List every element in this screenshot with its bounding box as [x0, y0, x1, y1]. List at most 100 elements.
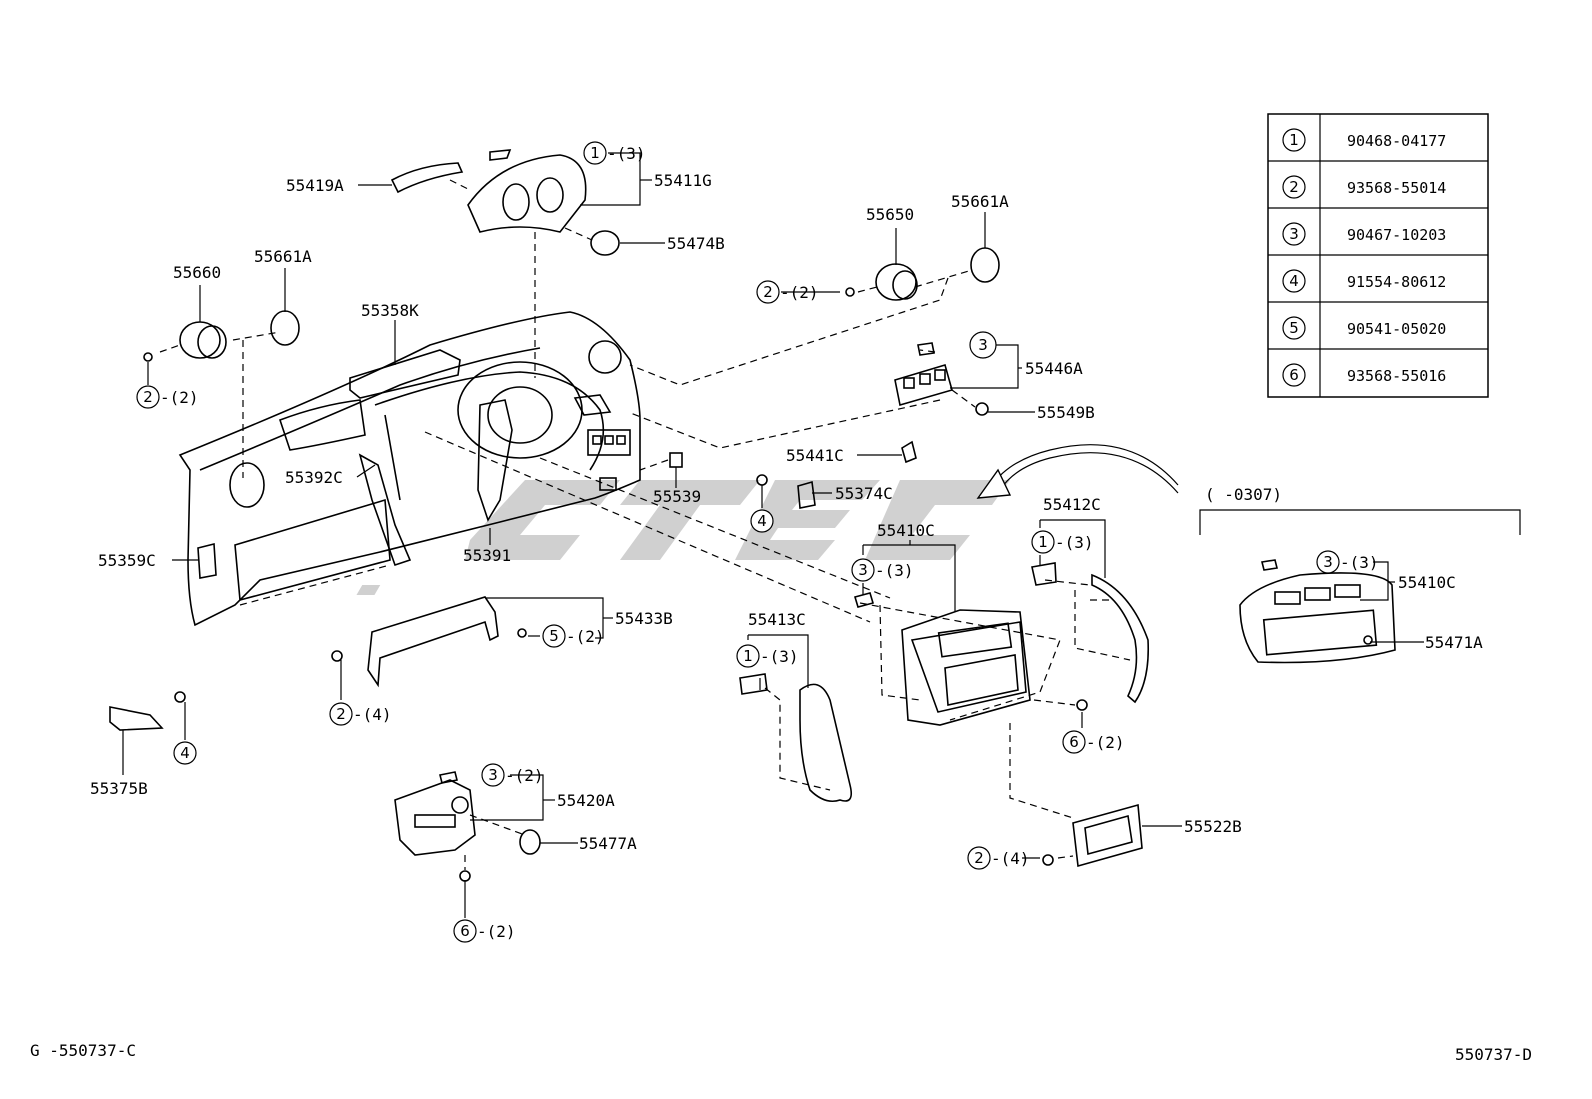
svg-text:-(3): -(3)	[760, 647, 799, 666]
part-55411G-shape	[467, 149, 587, 233]
label-55660: 55660	[173, 263, 221, 282]
label-55446A: 55446A	[1025, 359, 1083, 378]
svg-text:6: 6	[1069, 733, 1079, 751]
svg-text:93568-55014: 93568-55014	[1347, 179, 1446, 197]
part-55433B-shape	[367, 596, 499, 688]
assembly-lines	[159, 179, 1131, 870]
svg-text:-(3): -(3)	[875, 561, 914, 580]
svg-text:4: 4	[180, 744, 190, 762]
svg-text:1: 1	[743, 647, 753, 665]
callout-c6: 3 -(3)	[851, 558, 914, 582]
part-55374C-shape	[797, 480, 816, 509]
label-55411G: 55411G	[654, 171, 712, 190]
part-55441C-shape	[901, 440, 917, 464]
label-55650: 55650	[866, 205, 914, 224]
part-55661A-left-shape	[270, 310, 300, 346]
svg-text:1: 1	[1289, 131, 1299, 149]
label-55413C: 55413C	[748, 610, 806, 629]
svg-text:2: 2	[336, 705, 346, 723]
svg-text:-(2): -(2)	[505, 766, 544, 785]
part-55522B-shape	[1072, 803, 1143, 868]
fasteners	[143, 287, 1373, 882]
table-row: 6 93568-55016	[1282, 363, 1446, 387]
part-55413C-shape	[799, 683, 853, 803]
svg-text:3: 3	[858, 561, 868, 579]
callout-c9: 2 -(4)	[329, 702, 392, 726]
svg-text:-(3): -(3)	[1340, 553, 1379, 572]
svg-text:4: 4	[1289, 272, 1299, 290]
svg-text:2: 2	[143, 388, 153, 406]
table-row: 3 90467-10203	[1282, 222, 1446, 246]
part-55358K-shape	[349, 349, 461, 399]
instrument-panel	[178, 311, 641, 627]
callout-c10: 1 -(3)	[736, 644, 799, 668]
callout-c3: 2 -(2)	[756, 280, 819, 304]
svg-text:3: 3	[1289, 225, 1299, 243]
svg-text:2: 2	[763, 283, 773, 301]
svg-text:6: 6	[1289, 366, 1299, 384]
label-55419A: 55419A	[286, 176, 344, 195]
part-55412C-shape	[1091, 573, 1150, 704]
part-55660-shape	[179, 321, 227, 359]
svg-text:90467-10203: 90467-10203	[1347, 226, 1446, 244]
part-55474B-shape	[590, 230, 620, 256]
label-55477A: 55477A	[579, 834, 637, 853]
part-55420A-shape	[394, 779, 476, 856]
svg-text:-(2): -(2)	[780, 283, 819, 302]
callout-c14: 3 -(2)	[481, 763, 544, 787]
svg-text:1: 1	[590, 144, 600, 162]
label-55441C: 55441C	[786, 446, 844, 465]
svg-text:2: 2	[974, 849, 984, 867]
svg-text:93568-55016: 93568-55016	[1347, 367, 1446, 385]
label-55358K: 55358K	[361, 301, 419, 320]
svg-text:-(4): -(4)	[353, 705, 392, 724]
svg-text:3: 3	[488, 766, 498, 784]
part-55419A-shape	[390, 162, 464, 194]
svg-text:6: 6	[460, 922, 470, 940]
watermark-logo	[356, 480, 1010, 595]
callouts: 1-(3) 2-(2) 2-(2) 3 4 3-(3) 1-(3) 5-(2) …	[136, 141, 1379, 943]
table-row: 2 93568-55014	[1282, 175, 1446, 199]
svg-text:3: 3	[978, 336, 988, 354]
svg-text:-(4): -(4)	[991, 849, 1030, 868]
svg-text:-(2): -(2)	[477, 922, 516, 941]
variant-date-range: ( -0307)	[1205, 485, 1282, 504]
label-55474B: 55474B	[667, 234, 725, 253]
svg-text:-(2): -(2)	[566, 627, 605, 646]
part-55410C-variant-shape	[1239, 572, 1396, 664]
direction-arrow-icon	[976, 444, 1179, 499]
part-55375B-shape	[109, 706, 164, 731]
label-55522B: 55522B	[1184, 817, 1242, 836]
svg-text:-(3): -(3)	[607, 144, 646, 163]
part-labels: 55419A 55411G 55474B 55660 55661A 55358K…	[90, 171, 1483, 853]
label-55375B: 55375B	[90, 779, 148, 798]
variant-bracket	[1199, 509, 1521, 535]
label-55539: 55539	[653, 487, 701, 506]
callout-c15: 6 -(2)	[453, 919, 516, 943]
callout-c1: 1 -(3)	[583, 141, 646, 165]
svg-text:2: 2	[1289, 178, 1299, 196]
label-55471A: 55471A	[1425, 633, 1483, 652]
part-55650-shape	[875, 263, 918, 301]
svg-text:-(2): -(2)	[160, 388, 199, 407]
label-55661A-left: 55661A	[254, 247, 312, 266]
callout-c13: 3-(3)	[1316, 550, 1379, 574]
svg-text:4: 4	[757, 512, 767, 530]
diagram-id-left: G -550737-C	[30, 1041, 136, 1060]
part-55539-shape	[669, 452, 683, 468]
label-55391: 55391	[463, 546, 511, 565]
svg-text:5: 5	[1289, 319, 1299, 337]
label-55412C: 55412C	[1043, 495, 1101, 514]
label-55410C-variant: 55410C	[1398, 573, 1456, 592]
svg-text:-(2): -(2)	[1086, 733, 1125, 752]
callout-c5: 4	[750, 509, 774, 533]
label-55433B: 55433B	[615, 609, 673, 628]
svg-text:1: 1	[1038, 533, 1048, 551]
label-55374C: 55374C	[835, 484, 893, 503]
part-55446A-shape	[894, 363, 953, 407]
callout-c12: 6 -(2)	[1062, 730, 1125, 754]
